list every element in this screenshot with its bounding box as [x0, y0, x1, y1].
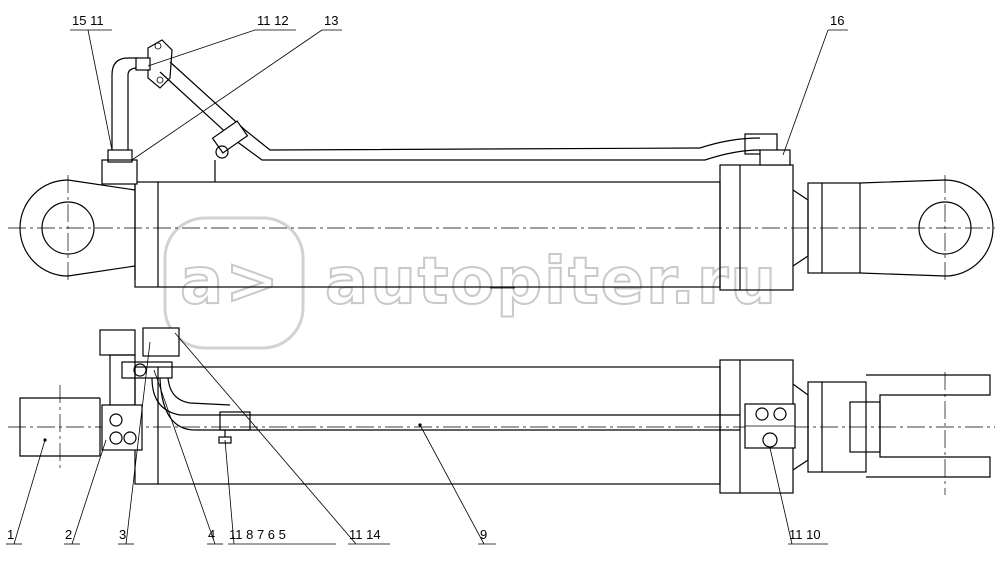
right-eye-head: [859, 179, 994, 277]
callout-4: 4: [208, 527, 215, 542]
callout-9: 9: [480, 527, 487, 542]
callout-3: 3: [119, 527, 126, 542]
rod-end-block: [807, 182, 861, 274]
callout-11-8-7-6-5: 11 8 7 6 5: [229, 527, 286, 542]
callout-15-11: 15 11: [72, 13, 104, 28]
left-rod-end: [19, 397, 100, 457]
flange-top: [147, 39, 173, 89]
bottom-view: [8, 327, 995, 495]
watermark-logo: a>: [180, 245, 281, 319]
gland-head: [719, 164, 794, 291]
pipe-clamp-top: [211, 120, 249, 154]
callouts: 15 11 11 12 13 16 1 2 3 4 11 8 7 6 5 11: [6, 13, 848, 545]
fork-prongs: [866, 374, 991, 478]
mounting-block-left: [101, 404, 143, 451]
port-block-top-left: [101, 159, 138, 185]
watermark-text: autopiter.ru: [325, 245, 778, 319]
callout-16: 16: [830, 13, 844, 28]
watermark: a> autopiter.ru: [163, 216, 778, 350]
left-eye-head: [19, 179, 136, 277]
callout-11-14: 11 14: [349, 527, 381, 542]
callout-11-12: 11 12: [257, 13, 289, 28]
watermark-logo-frame: [163, 216, 305, 350]
left-eye-hole: [41, 201, 95, 255]
callout-2: 2: [65, 527, 72, 542]
callout-13: 13: [324, 13, 338, 28]
top-view: [8, 39, 995, 291]
callout-1: 1: [7, 527, 14, 542]
cylinder-barrel-bottom: [134, 366, 721, 485]
callout-11-10: 11 10: [789, 527, 821, 542]
port-block-bottom-left: [99, 329, 136, 356]
fork-base: [807, 381, 867, 473]
port-block-bottom-mid: [142, 327, 180, 357]
right-eye-hole: [918, 201, 972, 255]
